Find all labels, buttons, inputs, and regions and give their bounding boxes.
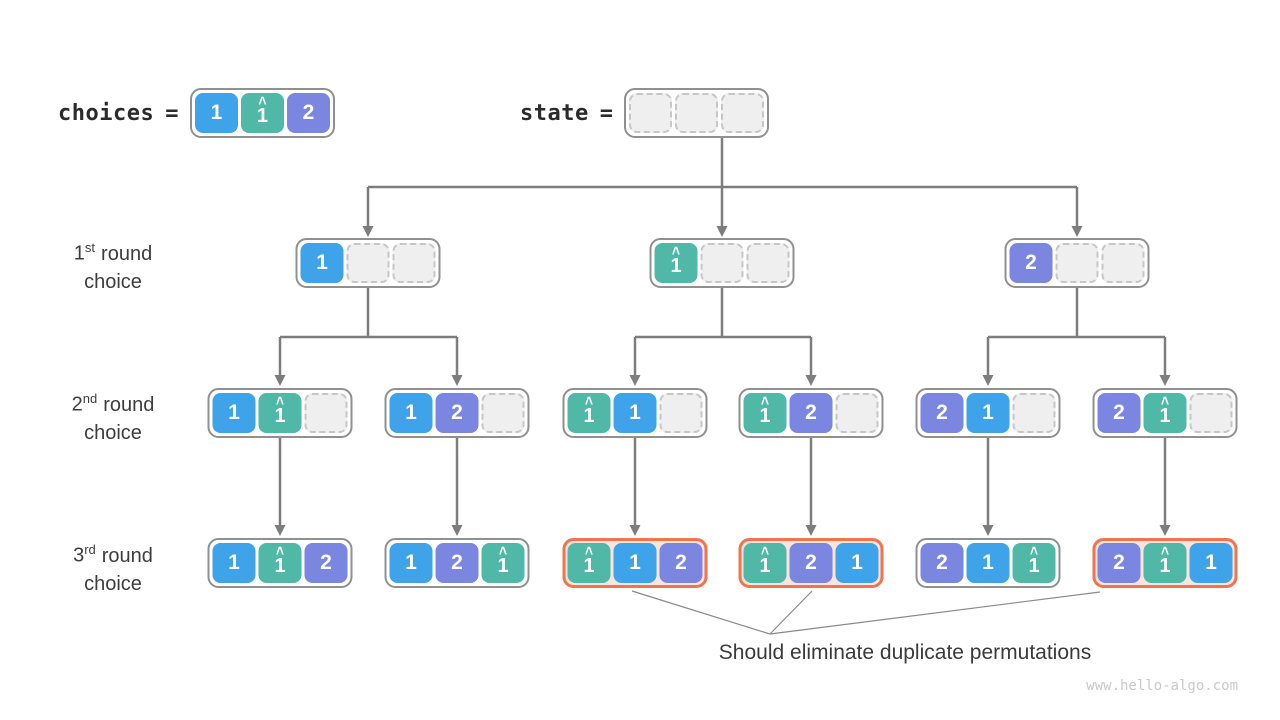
element-cell-1: 1 bbox=[212, 543, 256, 583]
element-cell-1-hat: ^1 bbox=[654, 242, 698, 283]
hat-mark: ^ bbox=[498, 542, 508, 563]
element-cell-1-hat: ^1 bbox=[743, 392, 787, 433]
hat-mark: ^ bbox=[760, 542, 770, 563]
hat-mark: ^ bbox=[1029, 542, 1039, 563]
element-cell-1-hat: ^1 bbox=[258, 392, 302, 433]
element-cell-2: 2 bbox=[659, 543, 703, 583]
choices-label: choices bbox=[58, 100, 155, 126]
element-cell-1-hat: ^1 bbox=[1143, 542, 1187, 583]
empty-slot bbox=[481, 393, 525, 433]
element-cell-2: 2 bbox=[1097, 393, 1141, 433]
hat-mark: ^ bbox=[1160, 392, 1170, 413]
perm-node: 2 bbox=[1004, 238, 1150, 288]
element-cell-1: 1 bbox=[389, 393, 433, 433]
equals-sign: = bbox=[165, 100, 179, 126]
hat-mark: ^ bbox=[275, 542, 285, 563]
element-cell-2: 2 bbox=[920, 543, 964, 583]
perm-node: 1^1 bbox=[207, 388, 353, 438]
element-cell-1: 1 bbox=[212, 393, 256, 433]
empty-slot bbox=[700, 243, 744, 283]
perm-node: ^1 bbox=[649, 238, 795, 288]
element-cell-1: 1 bbox=[966, 543, 1010, 583]
hat-mark: ^ bbox=[671, 242, 681, 263]
element-cell-2: 2 bbox=[1009, 243, 1053, 283]
hat-mark: ^ bbox=[258, 92, 267, 113]
element-cell-1-hat: ^1 bbox=[567, 392, 611, 433]
state-definition: state = bbox=[520, 88, 770, 138]
round-1-label-line2: choice bbox=[84, 270, 142, 293]
element-cell-2: 2 bbox=[304, 543, 348, 583]
element-cell-2: 2 bbox=[789, 543, 833, 583]
element-cell-1-hat: ^1 bbox=[1012, 542, 1056, 583]
round-2-label-line2: choice bbox=[84, 421, 142, 444]
duplicate-annotation: Should eliminate duplicate permutations bbox=[718, 641, 1092, 664]
equals-sign: = bbox=[599, 100, 614, 126]
hat-mark: ^ bbox=[584, 542, 594, 563]
duplicate-pointer-lines bbox=[631, 590, 1101, 635]
hat-mark: ^ bbox=[760, 392, 770, 413]
element-cell-1: 1 bbox=[389, 543, 433, 583]
empty-slot bbox=[629, 93, 673, 133]
empty-slot bbox=[659, 393, 703, 433]
perm-node: 1 bbox=[295, 238, 441, 288]
round-3-label-line2: choice bbox=[84, 572, 142, 595]
element-cell-2: 2 bbox=[1097, 543, 1141, 583]
hat-mark: ^ bbox=[1160, 542, 1170, 563]
watermark: www.hello-algo.com bbox=[1086, 678, 1238, 694]
element-cell-2: 2 bbox=[286, 93, 330, 133]
element-cell-2: 2 bbox=[789, 393, 833, 433]
element-cell-1-hat: ^1 bbox=[567, 542, 611, 583]
element-cell-1: 1 bbox=[1189, 543, 1233, 583]
element-cell-2: 2 bbox=[435, 393, 479, 433]
element-cell-1-hat: ^1 bbox=[258, 542, 302, 583]
element-cell-1-hat: ^1 bbox=[1143, 392, 1187, 433]
perm-node: 2^1 bbox=[1092, 388, 1238, 438]
empty-slot bbox=[835, 393, 879, 433]
empty-slot bbox=[675, 93, 719, 133]
element-cell-1-hat: ^1 bbox=[481, 542, 525, 583]
empty-slot bbox=[392, 243, 436, 283]
empty-slot bbox=[1189, 393, 1233, 433]
element-cell-1-hat: ^1 bbox=[240, 92, 284, 133]
element-cell-2: 2 bbox=[435, 543, 479, 583]
empty-slot bbox=[721, 93, 765, 133]
empty-slot bbox=[304, 393, 348, 433]
hat-mark: ^ bbox=[584, 392, 594, 413]
element-cell-1: 1 bbox=[613, 543, 657, 583]
empty-slot bbox=[1055, 243, 1099, 283]
element-cell-2: 2 bbox=[920, 393, 964, 433]
empty-slot bbox=[346, 243, 390, 283]
element-cell-1: 1 bbox=[194, 93, 238, 133]
empty-slot bbox=[1101, 243, 1145, 283]
element-cell-1: 1 bbox=[613, 393, 657, 433]
empty-slot bbox=[1012, 393, 1056, 433]
element-cell-1-hat: ^1 bbox=[743, 542, 787, 583]
empty-slot bbox=[746, 243, 790, 283]
hat-mark: ^ bbox=[275, 392, 285, 413]
state-array bbox=[624, 88, 770, 138]
state-label: state bbox=[520, 100, 589, 126]
element-cell-1: 1 bbox=[966, 393, 1010, 433]
element-cell-1: 1 bbox=[835, 543, 879, 583]
element-cell-1: 1 bbox=[300, 243, 344, 283]
